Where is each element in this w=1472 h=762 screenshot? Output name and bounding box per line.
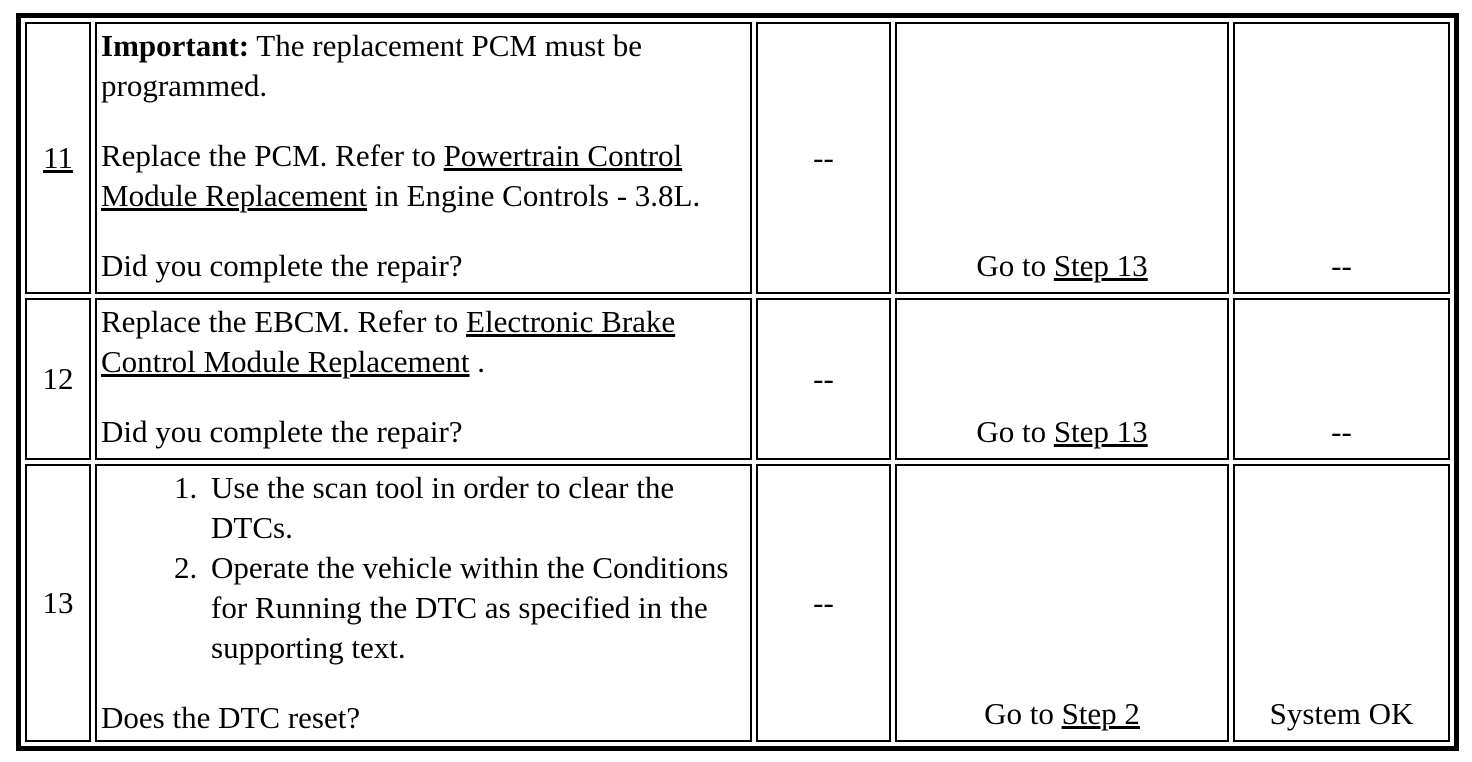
step-cell: 11 [25, 22, 91, 294]
goto-text: Go to [976, 248, 1054, 283]
important-note: Important: The replacement PCM must be p… [101, 26, 746, 106]
list-item: Operate the vehicle within the Condition… [205, 548, 746, 668]
table-row-step-12: 12 Replace the EBCM. Refer to Electronic… [25, 298, 1450, 460]
instruction-text: Replace the PCM. Refer to Powertrain Con… [101, 136, 746, 216]
value-cell: -- [756, 298, 891, 460]
go-to-step-13-link[interactable]: Step 13 [1053, 414, 1148, 449]
go-to-step-13-link[interactable]: Step 13 [1053, 248, 1148, 283]
instruction-pre: Replace the PCM. Refer to [101, 138, 444, 173]
step-cell: 13 [25, 464, 91, 742]
table-row-step-11: 11 Important: The replacement PCM must b… [25, 22, 1450, 294]
step-cell: 12 [25, 298, 91, 460]
no-cell: -- [1233, 22, 1450, 294]
instruction-pre: Replace the EBCM. Refer to [101, 304, 467, 339]
action-cell: Important: The replacement PCM must be p… [95, 22, 752, 294]
instruction-post: . [469, 344, 485, 379]
action-cell: Use the scan tool in order to clear the … [95, 464, 752, 742]
value-cell: -- [756, 464, 891, 742]
goto-text: Go to [984, 696, 1062, 731]
instruction-post: in Engine Controls - 3.8L. [367, 178, 701, 213]
step-13-label: 13 [42, 585, 74, 620]
table-row-step-13: 13 Use the scan tool in order to clear t… [25, 464, 1450, 742]
list-item: Use the scan tool in order to clear the … [205, 468, 746, 548]
action-cell: Replace the EBCM. Refer to Electronic Br… [95, 298, 752, 460]
no-cell: System OK [1233, 464, 1450, 742]
important-text: The replacement PCM must be programmed. [101, 28, 642, 103]
instruction-text: Replace the EBCM. Refer to Electronic Br… [101, 302, 746, 382]
important-label: Important: [101, 28, 250, 63]
value-cell: -- [756, 22, 891, 294]
question-text: Did you complete the repair? [101, 248, 463, 283]
diagnostic-table: 11 Important: The replacement PCM must b… [16, 13, 1459, 751]
goto-text: Go to [976, 414, 1054, 449]
go-to-step-2-link[interactable]: Step 2 [1061, 696, 1140, 731]
yes-cell: Go to Step 2 [895, 464, 1229, 742]
yes-cell: Go to Step 13 [895, 298, 1229, 460]
no-cell: -- [1233, 298, 1450, 460]
powertrain-control-module-replacement-link[interactable]: Powertrain Control Module Replacement [101, 138, 683, 213]
yes-cell: Go to Step 13 [895, 22, 1229, 294]
step-12-label: 12 [42, 361, 74, 396]
action-steps-list: Use the scan tool in order to clear the … [101, 468, 746, 668]
question-text: Did you complete the repair? [101, 414, 463, 449]
electronic-brake-control-module-replacement-link[interactable]: Electronic Brake Control Module Replacem… [101, 304, 676, 379]
question-text: Does the DTC reset? [101, 700, 361, 735]
step-11-link[interactable]: 11 [43, 140, 73, 175]
